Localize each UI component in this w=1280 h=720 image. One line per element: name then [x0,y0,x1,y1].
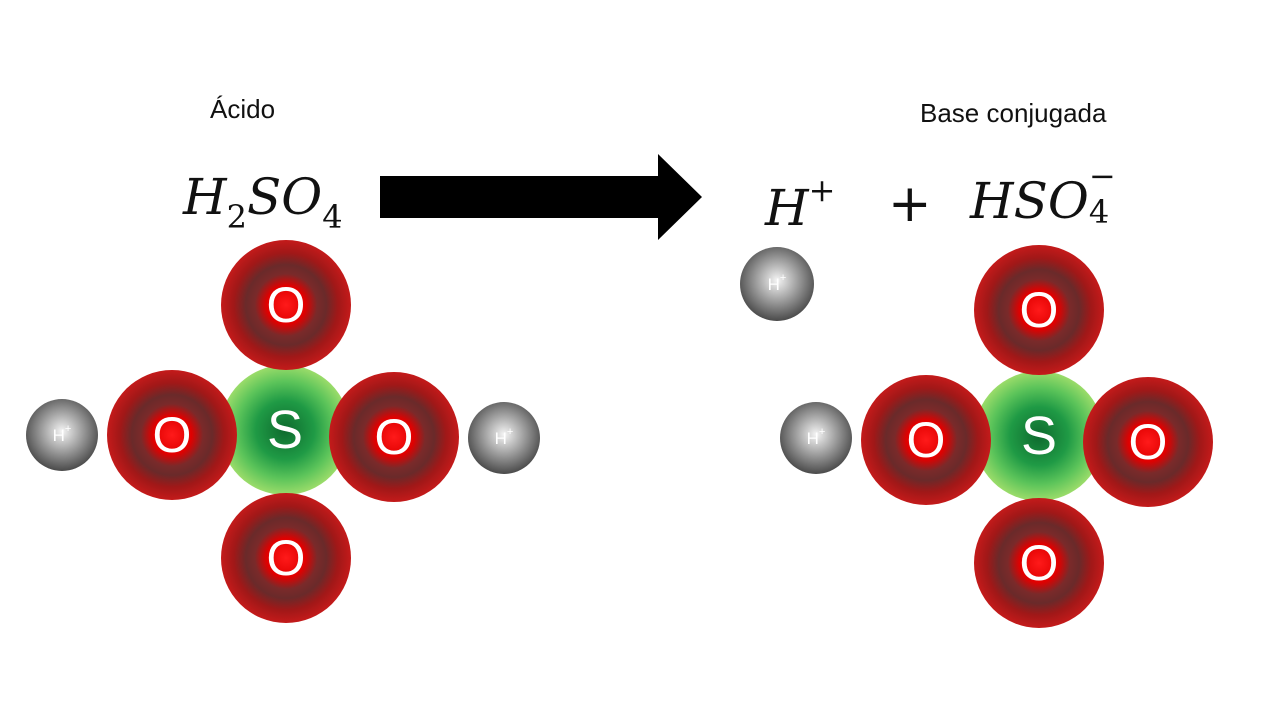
right-sulfur-atom-label: S [1021,406,1057,466]
left-hydrogen-atom-right-shape [468,402,540,474]
left-oxygen-atom-right-label: O [375,409,414,465]
ion-formula: HSO−4 [970,160,1119,228]
left-hydrogen-atom-left-shape [26,399,98,471]
left-oxygen-atom-top-shape [221,240,351,370]
left-oxygen-atom-top: O [221,240,351,370]
left-hydrogen-atom-left: H+ [26,399,98,471]
right-hydrogen-atom-label: H+ [807,426,826,448]
acid-label: Ácido [210,94,276,124]
left-sulfur-atom-label: S [267,400,303,460]
ion-supsub: −4 [1089,160,1119,228]
ion-s: S [1013,172,1048,230]
right-oxygen-atom-left-label: O [907,412,946,468]
proton-formula: H+ [765,174,835,233]
ion-o: O [1047,172,1089,230]
left-oxygen-atom-left: O [107,370,237,500]
left-oxygen-atom-bottom-shape [221,493,351,623]
right-oxygen-atom-right-shape [1083,377,1213,507]
right-oxygen-atom-left-shape [861,375,991,505]
ion-h: H [970,172,1014,230]
left-sulfur-atom-shape [220,365,350,495]
atoms-layer: S O O O O H+ H+ H+ S O O O O H+ [26,240,1213,628]
proton-charge: + [808,171,836,209]
formula-h-subscript: 2 [226,198,247,236]
left-hydrogen-atom-left-label: H+ [53,423,72,445]
right-oxygen-atom-top: O [974,245,1104,375]
left-sulfur-atom: S [220,365,350,495]
ion-o-subscript: 4 [1088,193,1110,231]
proton-h: H [765,179,809,237]
left-oxygen-atom-right: O [329,372,459,502]
free-proton-atom: H+ [740,247,814,321]
formula-s: S [246,168,282,226]
plus-sign: + [888,174,932,234]
right-oxygen-atom-bottom-label: O [1020,535,1059,591]
formula-o: O [281,168,323,226]
left-oxygen-atom-bottom-label: O [267,530,306,586]
right-oxygen-atom-right: O [1083,377,1213,507]
right-hydrogen-atom-shape [780,402,852,474]
formula-o-subscript: 4 [322,198,343,236]
right-sulfur-atom: S [974,371,1104,501]
ion-charge: − [1088,157,1116,195]
conjugate-base-label: Base conjugada [920,98,1107,128]
right-oxygen-atom-left: O [861,375,991,505]
left-oxygen-atom-right-shape [329,372,459,502]
free-proton-atom-shape [740,247,814,321]
right-hydrogen-atom: H+ [780,402,852,474]
left-oxygen-atom-left-shape [107,370,237,500]
free-proton-atom-label: H+ [768,272,787,294]
left-oxygen-atom-bottom: O [221,493,351,623]
left-oxygen-atom-top-label: O [267,277,306,333]
right-oxygen-atom-bottom-shape [974,498,1104,628]
right-oxygen-atom-right-label: O [1129,414,1168,470]
reaction-arrow [380,154,702,240]
acid-formula: H2SO4 [183,172,343,233]
left-hydrogen-atom-right-label: H+ [495,426,514,448]
right-sulfur-atom-shape [974,371,1104,501]
right-oxygen-atom-top-label: O [1020,282,1059,338]
right-oxygen-atom-bottom: O [974,498,1104,628]
formula-h: H [183,168,227,226]
right-oxygen-atom-top-shape [974,245,1104,375]
left-oxygen-atom-left-label: O [153,407,192,463]
left-hydrogen-atom-right: H+ [468,402,540,474]
